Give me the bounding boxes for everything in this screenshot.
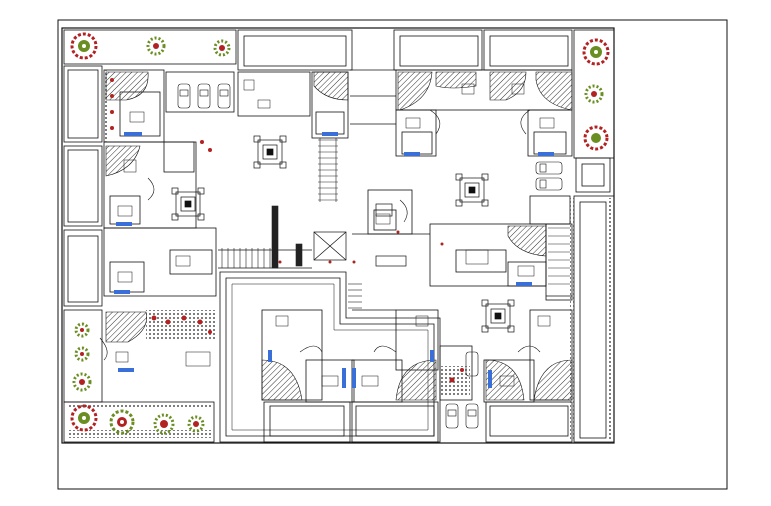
door-swings [99,109,541,361]
left-strip [63,65,103,403]
top-garden-strip [63,29,237,65]
lower-courtyard [219,271,441,443]
sheet-border [57,19,728,490]
stairs [221,138,570,309]
top-parking-1 [237,29,353,71]
bottom-left-garden [63,401,215,443]
blue-furniture [114,132,554,388]
hatched-patios [105,71,573,401]
courtyard-features [171,135,515,333]
interior-furniture [115,79,555,387]
hedges [68,70,612,440]
parked-cars [177,83,563,429]
trees [70,32,610,435]
